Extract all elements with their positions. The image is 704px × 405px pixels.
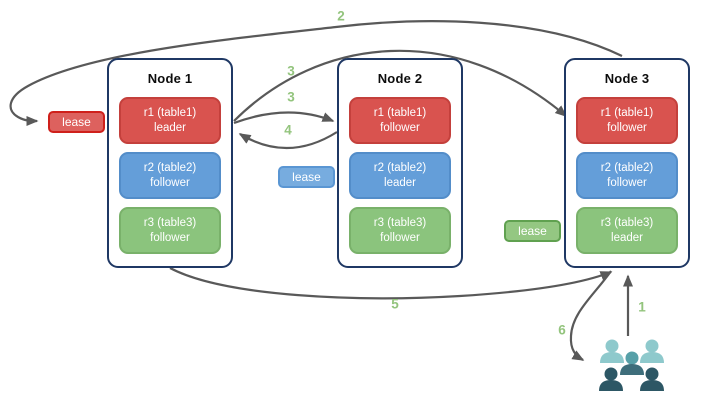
node-3-replica-r2: r2 (table2) follower <box>576 152 678 199</box>
replica-role: follower <box>380 231 420 244</box>
node-1: Node 1 r1 (table1) leader r2 (table2) fo… <box>107 58 233 268</box>
replica-name: r1 (table1) <box>373 106 427 119</box>
lease-badge-table2: lease <box>278 166 335 188</box>
arrow-step2-node3-to-lease1 <box>9 20 623 126</box>
users-group-icon <box>599 339 664 391</box>
step-label-2: 2 <box>337 8 345 24</box>
node-2-replica-r3: r3 (table3) follower <box>349 207 451 254</box>
step-label-1: 1 <box>638 299 646 315</box>
replica-name: r3 (table3) <box>600 216 654 229</box>
replica-role: follower <box>150 231 190 244</box>
node-1-replica-r1: r1 (table1) leader <box>119 97 221 144</box>
replica-role: follower <box>607 121 647 134</box>
replica-name: r2 (table2) <box>143 161 197 174</box>
node-3-title: Node 3 <box>604 71 650 86</box>
user-back-right <box>640 339 664 363</box>
arrow-step6-node3-to-users <box>569 270 612 361</box>
replica-name: r1 (table1) <box>600 106 654 119</box>
step-label-3b: 3 <box>287 89 295 105</box>
step-label-5: 5 <box>391 296 399 312</box>
replica-role: follower <box>150 176 190 189</box>
lease-badge-table1: lease <box>48 111 105 133</box>
user-middle <box>620 351 644 375</box>
user-front-left <box>599 367 623 391</box>
replica-role: leader <box>611 231 643 244</box>
step-label-3a: 3 <box>287 63 295 79</box>
replica-name: r2 (table2) <box>600 161 654 174</box>
step-label-6: 6 <box>558 322 566 338</box>
replica-role: follower <box>607 176 647 189</box>
replica-name: r2 (table2) <box>373 161 427 174</box>
replica-name: r3 (table3) <box>143 216 197 229</box>
node-1-title: Node 1 <box>147 71 193 86</box>
replica-name: r1 (table1) <box>143 106 197 119</box>
arrow-step3-node1-to-node2 <box>233 111 335 125</box>
node-2: Node 2 r1 (table1) follower r2 (table2) … <box>337 58 463 268</box>
user-back-left <box>600 339 624 363</box>
node-1-replica-r3: r3 (table3) follower <box>119 207 221 254</box>
node-2-replica-r2: r2 (table2) leader <box>349 152 451 199</box>
replica-role: leader <box>384 176 416 189</box>
step-label-4: 4 <box>284 122 292 138</box>
arrow-step5-node1-to-node3 <box>169 267 613 300</box>
node-3-replica-r3: r3 (table3) leader <box>576 207 678 254</box>
node-1-replica-r2: r2 (table2) follower <box>119 152 221 199</box>
arrow-step4-node2-to-node1 <box>238 131 338 150</box>
arrow-step3-node1-to-node3 <box>233 49 568 122</box>
node-2-replica-r1: r1 (table1) follower <box>349 97 451 144</box>
lease-badge-table3: lease <box>504 220 561 242</box>
node-3-replica-r1: r1 (table1) follower <box>576 97 678 144</box>
replica-role: follower <box>380 121 420 134</box>
replica-name: r3 (table3) <box>373 216 427 229</box>
replica-role: leader <box>154 121 186 134</box>
user-front-right <box>640 367 664 391</box>
node-2-title: Node 2 <box>377 71 423 86</box>
node-3: Node 3 r1 (table1) follower r2 (table2) … <box>564 58 690 268</box>
